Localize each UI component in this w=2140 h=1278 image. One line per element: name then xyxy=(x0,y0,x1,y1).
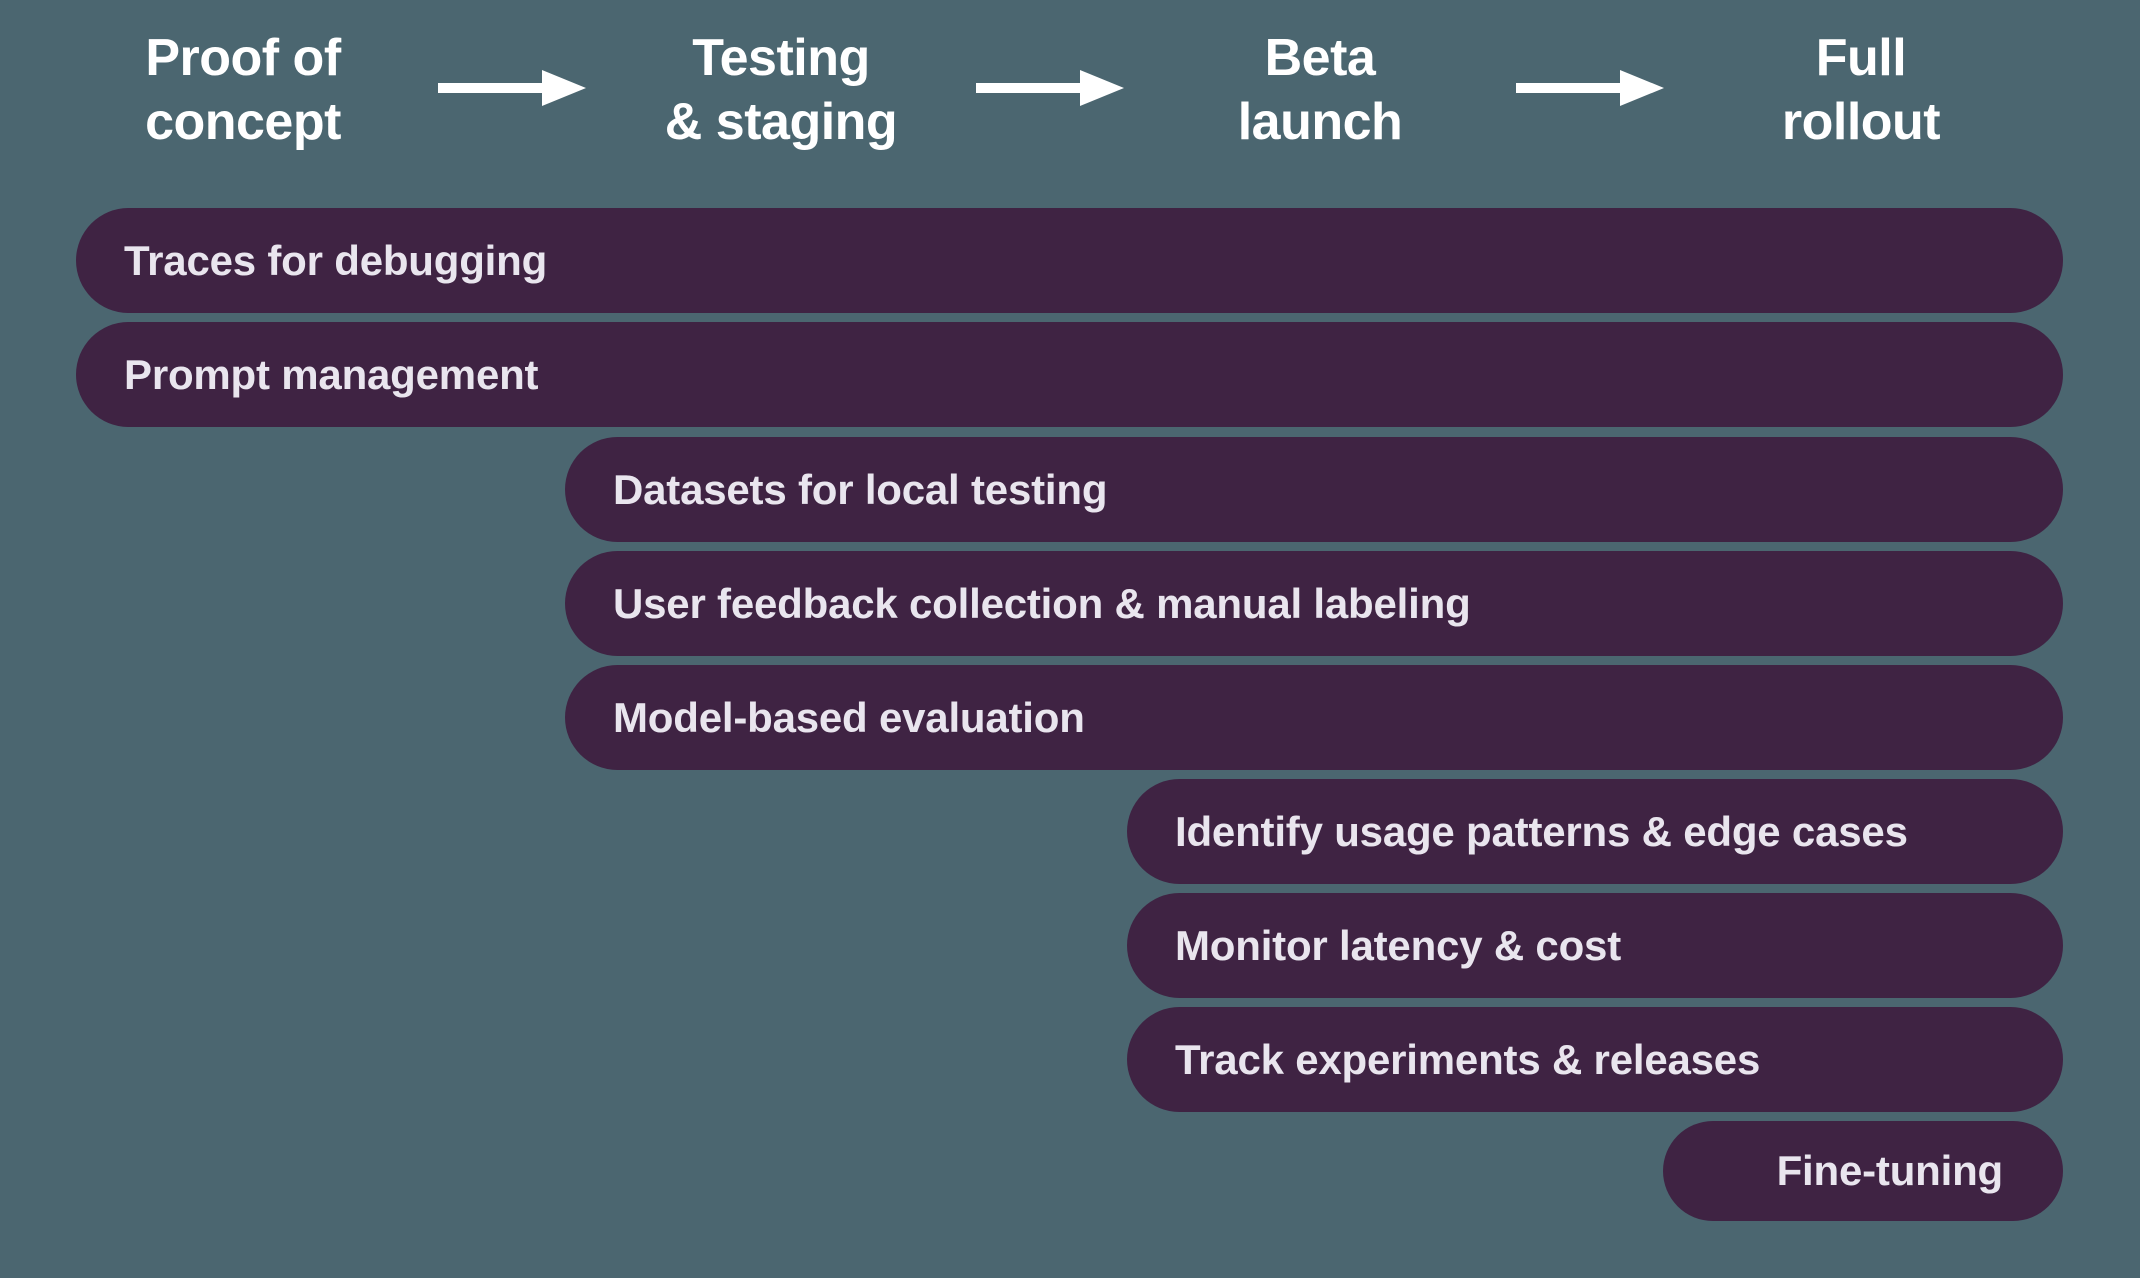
capability-bar[interactable]: User feedback collection & manual labeli… xyxy=(565,551,2063,656)
stage-label-2: Testing & staging xyxy=(664,29,898,151)
capability-bar-label: Fine-tuning xyxy=(1776,1147,2004,1194)
capability-bar-label: Monitor latency & cost xyxy=(1175,921,1621,969)
stage-label-1: Proof of concept xyxy=(145,29,341,151)
capability-bar-label: Datasets for local testing xyxy=(613,465,1108,513)
capability-bar[interactable]: Traces for debugging xyxy=(76,208,2063,313)
capability-bar[interactable]: Track experiments & releases xyxy=(1127,1007,2063,1112)
stage-progress-arrow-icon xyxy=(1516,68,1664,108)
capability-bar-label: Prompt management xyxy=(124,350,539,398)
capability-bar[interactable]: Identify usage patterns & edge cases xyxy=(1127,779,2063,884)
capability-bar-label: Identify usage patterns & edge cases xyxy=(1175,807,1908,855)
capability-bar[interactable]: Model-based evaluation xyxy=(565,665,2063,770)
stage-label-3: Beta launch xyxy=(1237,29,1403,151)
capability-bar[interactable]: Fine-tuning xyxy=(1663,1121,2063,1221)
capability-bar[interactable]: Datasets for local testing xyxy=(565,437,2063,542)
stage-label-4: Full rollout xyxy=(1781,29,1941,151)
capability-bar[interactable]: Prompt management xyxy=(76,322,2063,427)
capability-bar-label: Track experiments & releases xyxy=(1175,1035,1761,1083)
capability-bar[interactable]: Monitor latency & cost xyxy=(1127,893,2063,998)
capability-bar-label: Model-based evaluation xyxy=(613,693,1085,741)
stage-progress-arrow-icon xyxy=(976,68,1124,108)
stage-progress-arrow-icon xyxy=(438,68,586,108)
capability-bar-label: User feedback collection & manual labeli… xyxy=(613,579,1471,627)
capability-bar-label: Traces for debugging xyxy=(124,236,548,284)
